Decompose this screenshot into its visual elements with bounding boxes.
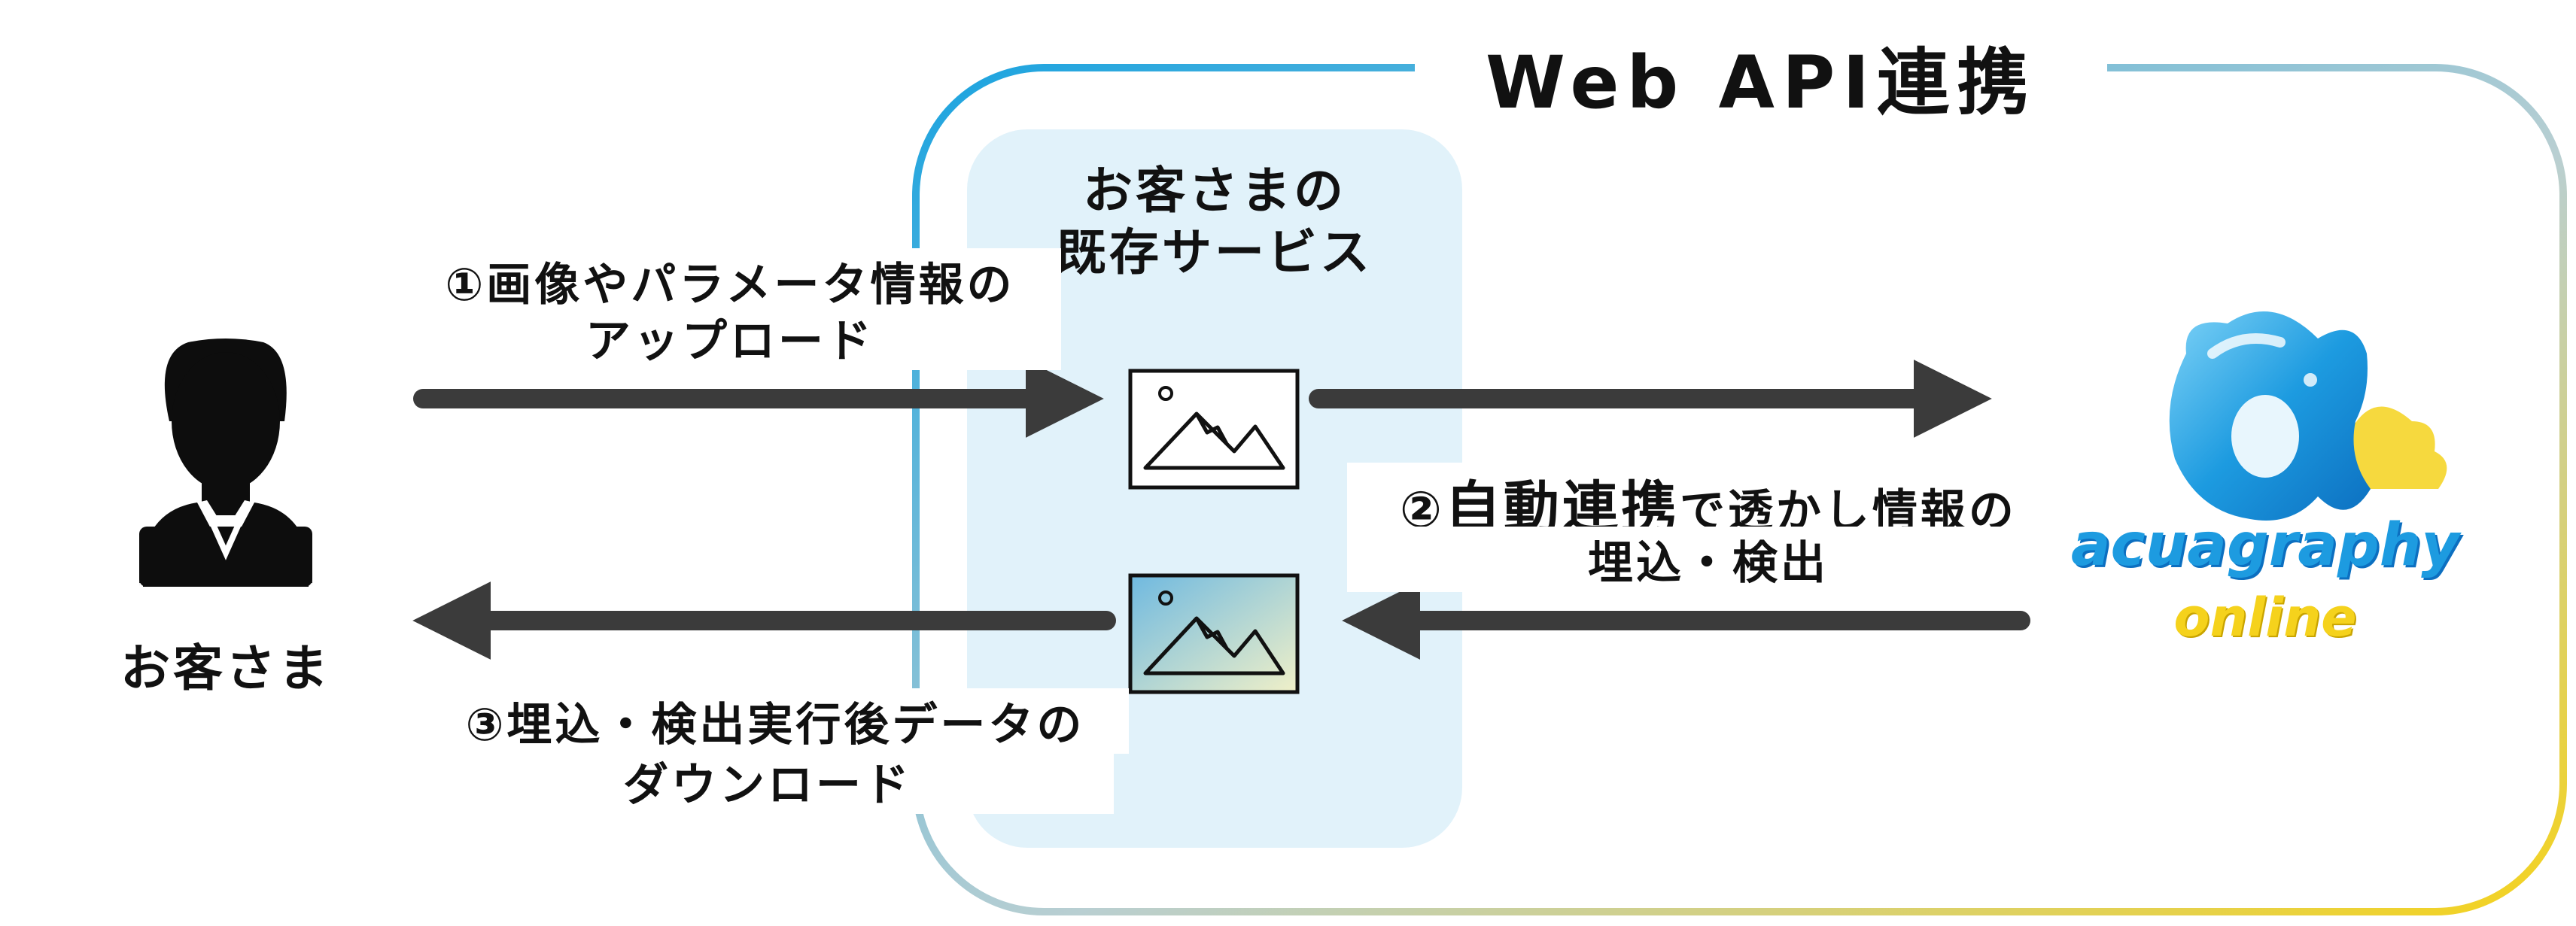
watermarked-image-icon — [1128, 573, 1300, 694]
acuagraphy-logo-mark — [2169, 311, 2447, 521]
step-1-label-line1: ①画像やパラメータ情報の — [399, 248, 1061, 314]
step-2-label-line2: 埋込・検出 — [1347, 527, 2070, 592]
existing-service-label-line1: お客さまの — [1083, 162, 1346, 220]
page-title: Web API連携 — [1485, 41, 2037, 125]
step-3-label-line2: ダウンロード — [421, 748, 1114, 814]
step-3-label-line1: ③埋込・検出実行後データの — [421, 688, 1129, 754]
step-1-label-line2: アップロード — [399, 305, 1061, 370]
existing-service-label-line2: 既存サービス — [1057, 223, 1373, 281]
title-background — [1415, 23, 2107, 120]
customer-label: お客さま — [120, 639, 331, 697]
customer-icon-collar — [200, 501, 251, 560]
acuagraphy-logo-word1: acuagraphy — [2070, 512, 2460, 579]
image-icon — [1128, 369, 1300, 490]
acuagraphy-logo-word2: online — [2173, 587, 2357, 648]
